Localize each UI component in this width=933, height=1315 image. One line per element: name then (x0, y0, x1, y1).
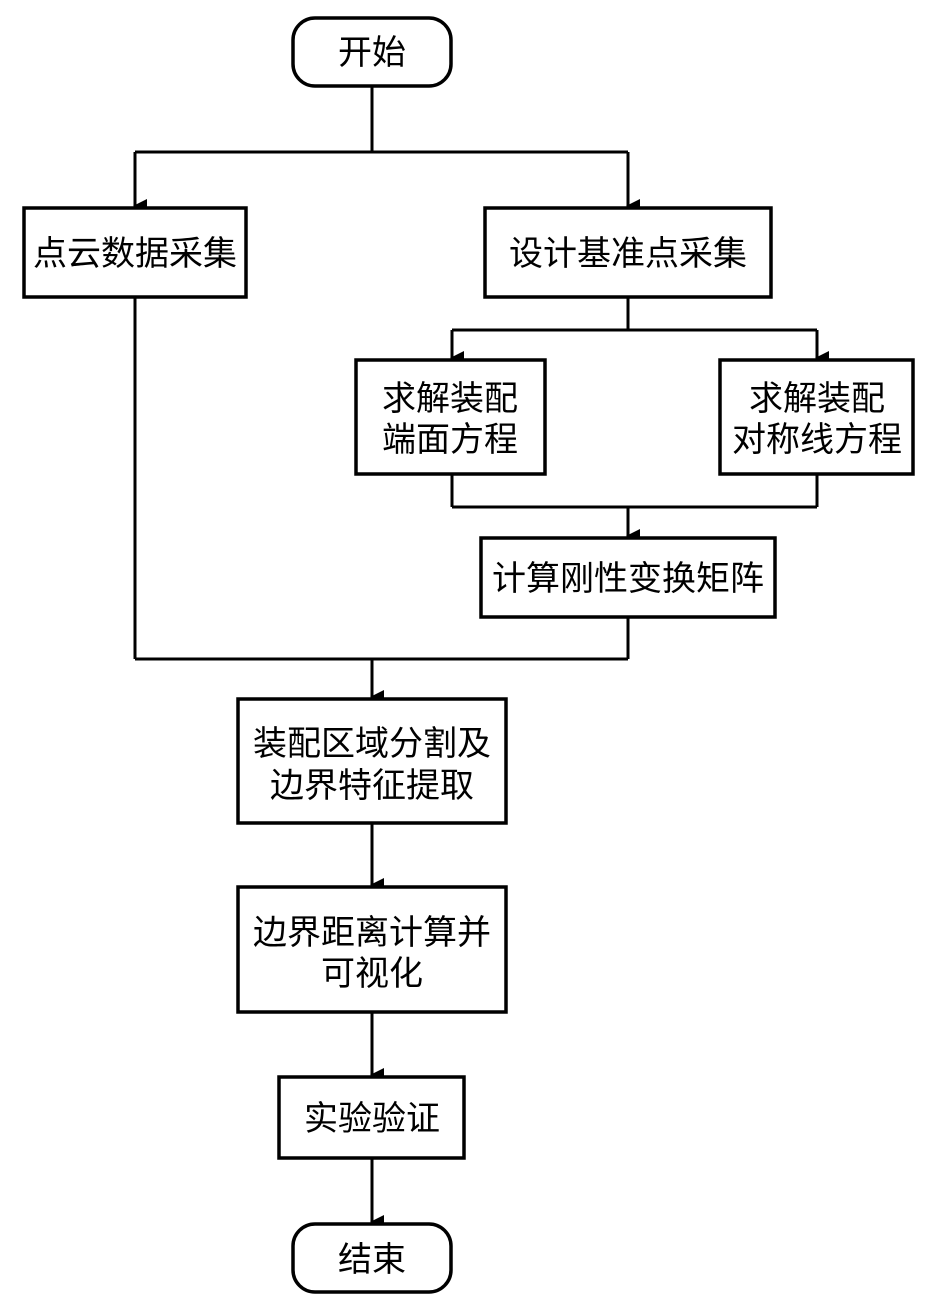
node-rigid: 计算刚性变换矩阵 (479, 536, 777, 619)
node-distance: 边界距离计算并 可视化 (236, 885, 508, 1014)
node-pointcloud-label: 点云数据采集 (33, 234, 237, 274)
node-design-label: 设计基准点采集 (509, 234, 747, 274)
node-verify: 实验验证 (277, 1075, 466, 1160)
node-rigid-label: 计算刚性变换矩阵 (492, 559, 764, 599)
node-segment-line1: 装配区域分割及 (253, 724, 491, 764)
node-end: 结束 (291, 1222, 453, 1294)
node-start-label: 开始 (338, 33, 406, 73)
node-end-label: 结束 (338, 1240, 406, 1280)
node-symline-line2: 对称线方程 (732, 420, 902, 460)
node-distance-line1: 边界距离计算并 (253, 913, 491, 953)
node-segment-line2: 边界特征提取 (270, 766, 474, 806)
node-design: 设计基准点采集 (483, 206, 773, 299)
node-pointcloud: 点云数据采集 (22, 206, 248, 299)
node-endface: 求解装配 端面方程 (354, 358, 547, 476)
node-symline: 求解装配 对称线方程 (718, 358, 915, 476)
node-distance-line2: 可视化 (321, 954, 423, 994)
edges (133, 86, 829, 1229)
node-segment: 装配区域分割及 边界特征提取 (236, 697, 508, 825)
node-endface-line2: 端面方程 (382, 420, 518, 460)
node-symline-line1: 求解装配 (749, 379, 885, 419)
node-endface-line1: 求解装配 (382, 379, 518, 419)
node-verify-label: 实验验证 (304, 1099, 440, 1139)
node-start: 开始 (291, 16, 453, 88)
